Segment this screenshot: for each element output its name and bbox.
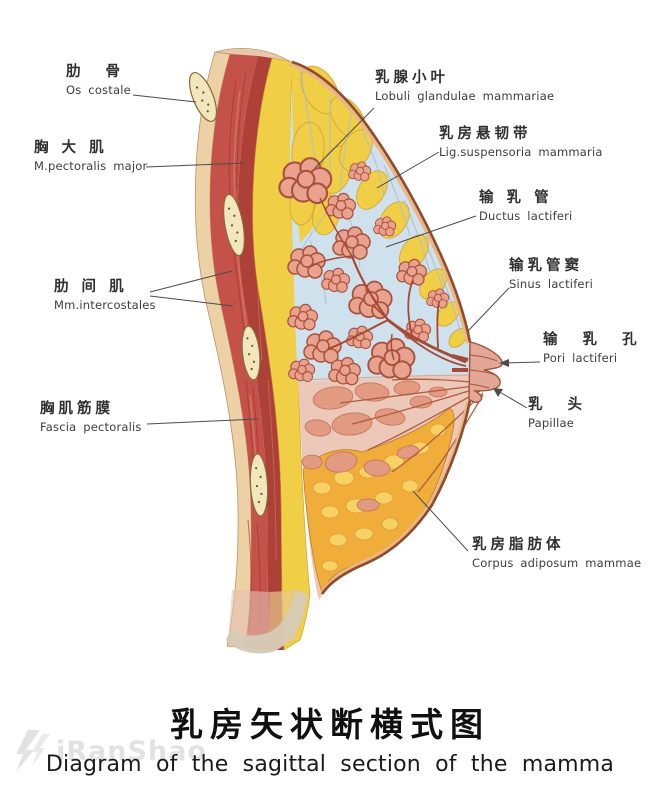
label-intercostales: 肋 间 肌 Mm.intercostales bbox=[54, 279, 156, 312]
leader-line-papillae-arrow bbox=[497, 390, 528, 409]
label-os-costale: 肋 骨 Os costale bbox=[66, 64, 131, 97]
leader-lines bbox=[132, 94, 541, 552]
intercostal-muscle-layer bbox=[237, 56, 284, 650]
breast bbox=[226, 60, 503, 654]
leader-line-pectoralis bbox=[145, 162, 246, 168]
label-lobuli-en: Lobuli glandulae mammariae bbox=[375, 88, 555, 103]
label-pori-lactiferi: 输 乳 孔 Pori lactiferi bbox=[543, 332, 647, 365]
leader-line-fascia bbox=[146, 418, 259, 425]
label-corpus-zh: 乳房脂肪体 bbox=[472, 537, 565, 553]
label-lobuli-zh: 乳腺小叶 bbox=[375, 70, 449, 86]
rib-cross-section bbox=[241, 325, 261, 381]
lactiferous-ducts bbox=[309, 197, 469, 373]
leader-line-pori-arrow bbox=[503, 361, 541, 364]
label-sinus-lactiferi: 输乳管窦 Sinus lactiferi bbox=[509, 258, 593, 291]
label-pectoralis-major: 胸 大 肌 M.pectoralis major bbox=[34, 140, 147, 173]
papillae-arrowhead bbox=[493, 388, 503, 397]
breast-skin-contour bbox=[289, 60, 472, 595]
label-papillae-zh: 乳 头 bbox=[528, 397, 593, 413]
rib-cross-section bbox=[249, 453, 269, 517]
label-pori-zh: 输 乳 孔 bbox=[543, 332, 647, 348]
label-fascia-zh: 胸肌筋膜 bbox=[40, 401, 114, 417]
label-lobuli-glandulae: 乳腺小叶 Lobuli glandulae mammariae bbox=[375, 70, 554, 103]
label-papillae-en: Papillae bbox=[528, 415, 575, 430]
leader-line-ligament bbox=[376, 151, 440, 189]
label-corpus-en: Corpus adiposum mammae bbox=[472, 555, 642, 570]
chest-wall bbox=[188, 48, 311, 651]
leader-line-intercostales-lower bbox=[149, 295, 234, 307]
label-fascia-en: Fascia pectoralis bbox=[40, 419, 142, 434]
label-ductus-lactiferi: 输 乳 管 Ductus lactiferi bbox=[479, 190, 572, 223]
pori-arrowhead bbox=[499, 359, 509, 367]
leader-line-os-costale bbox=[132, 94, 197, 103]
label-corpus-adiposum: 乳房脂肪体 Corpus adiposum mammae bbox=[472, 537, 641, 570]
leader-line-ductus bbox=[385, 215, 477, 248]
page-title-zh: 乳房矢状断横式图 bbox=[170, 705, 490, 744]
leader-line-intercostales-upper bbox=[149, 270, 233, 293]
label-papillae: 乳 头 Papillae bbox=[528, 397, 592, 430]
leader-line-corpus bbox=[412, 490, 469, 552]
rib-cross-section bbox=[223, 193, 245, 257]
label-intercostales-zh: 肋 间 肌 bbox=[54, 279, 128, 295]
chest-wall-bottom-cut bbox=[226, 590, 308, 654]
label-ductus-en: Ductus lactiferi bbox=[479, 208, 573, 223]
label-pori-en: Pori lactiferi bbox=[543, 350, 618, 365]
label-fascia-pectoralis: 胸肌筋膜 Fascia pectoralis bbox=[40, 401, 142, 434]
ranshao-logo-icon bbox=[16, 730, 50, 772]
label-lig-en: Lig.suspensoria mammaria bbox=[439, 144, 603, 159]
label-lig-suspensoria: 乳房悬韧带 Lig.suspensoria mammaria bbox=[439, 126, 603, 159]
label-intercostales-en: Mm.intercostales bbox=[54, 297, 156, 312]
ribs bbox=[188, 72, 269, 517]
rib-cross-section bbox=[188, 72, 218, 122]
label-sinus-en: Sinus lactiferi bbox=[509, 276, 594, 291]
label-os-costale-zh: 肋 骨 bbox=[66, 64, 131, 80]
nipple bbox=[468, 341, 503, 403]
title-block: 乳房矢状断横式图 Diagram of the sagittal section… bbox=[0, 698, 660, 777]
leader-line-lobuli bbox=[314, 107, 375, 169]
label-lig-zh: 乳房悬韧带 bbox=[439, 126, 532, 142]
label-os-costale-en: Os costale bbox=[66, 82, 131, 97]
label-ductus-zh: 输 乳 管 bbox=[479, 190, 553, 206]
leader-line-sinus bbox=[467, 287, 510, 332]
page-title-en: Diagram of the sagittal section of the m… bbox=[45, 752, 615, 777]
label-pectoralis-en: M.pectoralis major bbox=[34, 158, 148, 173]
watermark: iRanShao bbox=[12, 728, 207, 774]
watermark-text: iRanShao bbox=[56, 735, 207, 767]
label-sinus-zh: 输乳管窦 bbox=[509, 258, 583, 274]
label-pectoralis-zh: 胸 大 肌 bbox=[34, 140, 108, 156]
